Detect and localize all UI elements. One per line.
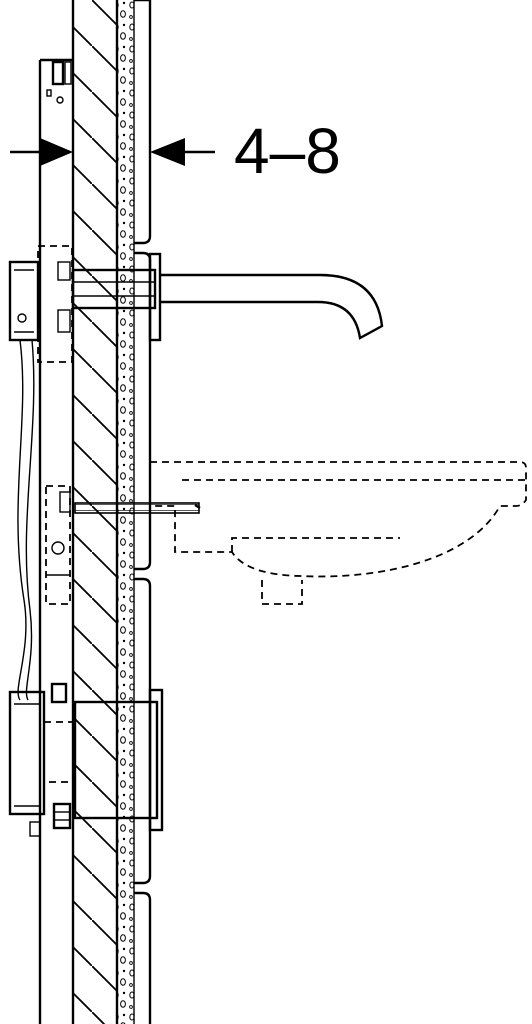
dimension-arrow-left xyxy=(40,138,73,166)
dimension-label: 4–8 xyxy=(234,115,341,187)
mid-bracket xyxy=(45,485,71,605)
mounting-frame xyxy=(38,58,73,1024)
basin-fixing-bolt xyxy=(74,502,201,514)
drain-fitting xyxy=(73,688,164,832)
faucet-sleeve xyxy=(71,268,157,310)
upper-control-box xyxy=(8,245,73,363)
faucet-escutcheon xyxy=(148,252,162,342)
washbasin-outline xyxy=(150,461,527,605)
cable-run xyxy=(17,339,35,701)
lower-control-box xyxy=(8,682,75,837)
faucet-spout xyxy=(160,273,384,340)
dimension-callout: 4–8 xyxy=(10,115,341,187)
faucet xyxy=(71,252,384,342)
dimension-arrow-right xyxy=(150,138,185,166)
